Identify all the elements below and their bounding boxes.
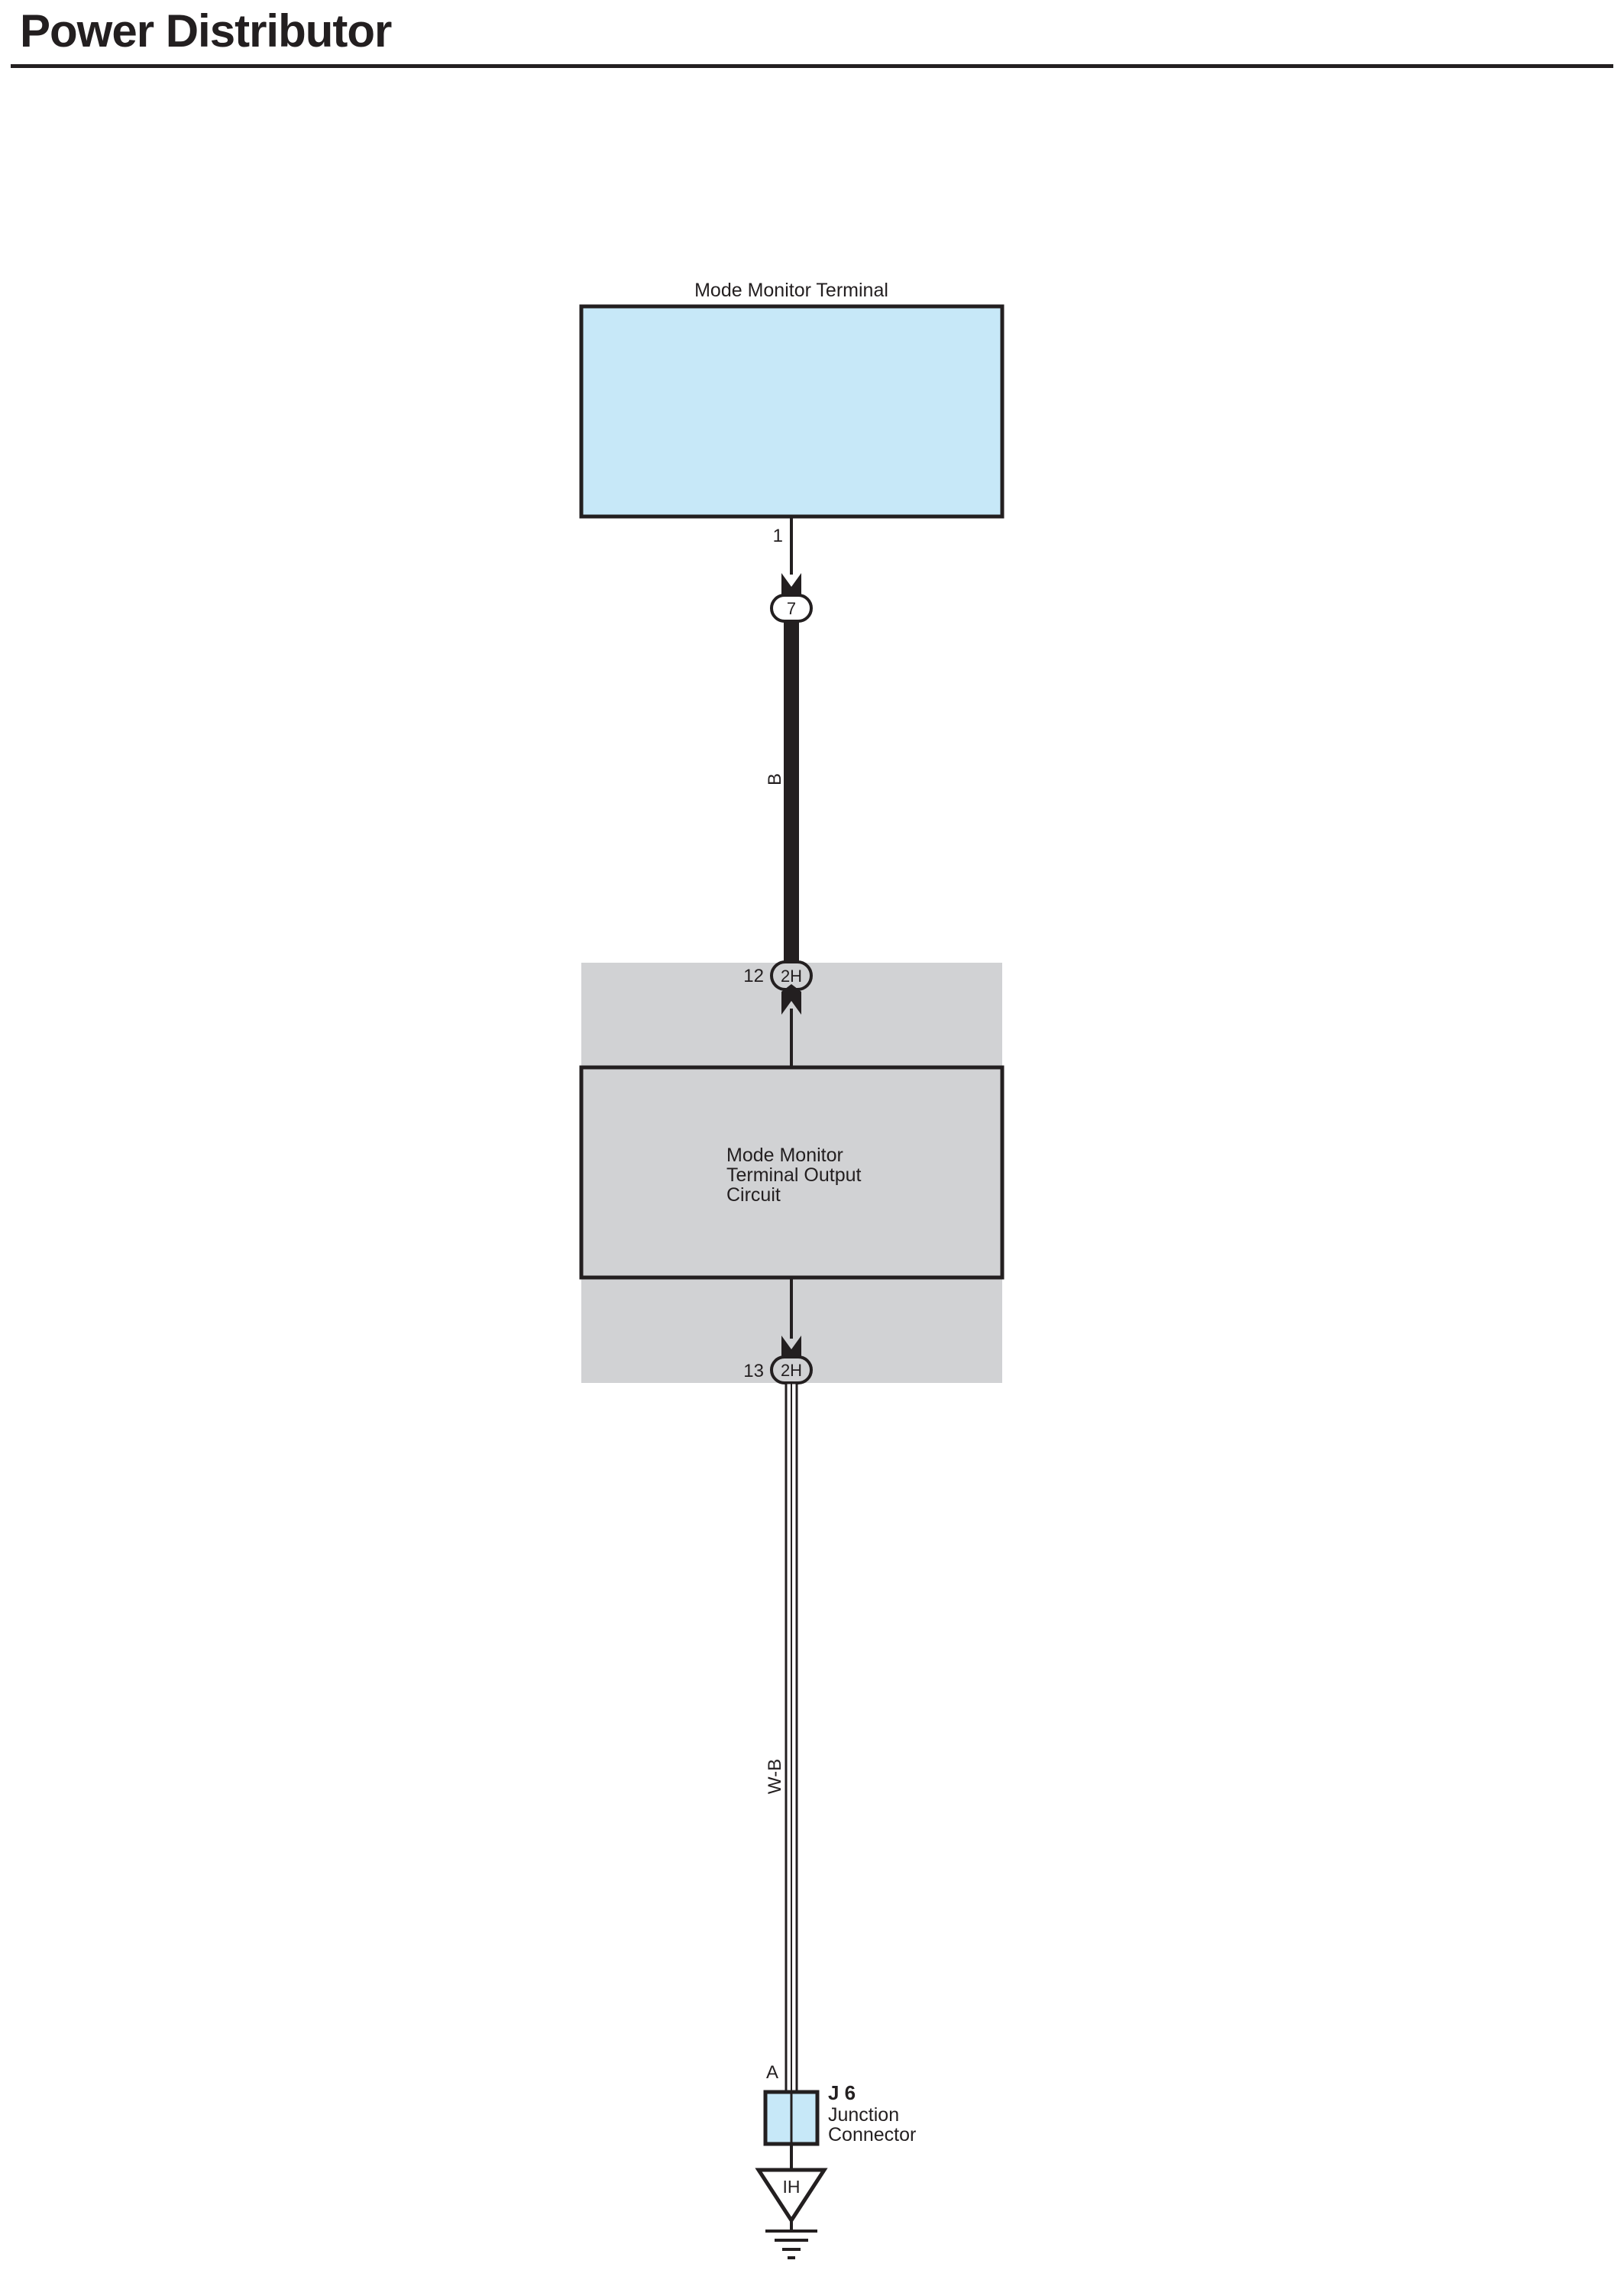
connector-7-code: 7 [787,599,796,618]
pin-12-label: 12 [743,966,764,986]
wire-w-b-color-code: W-B [765,1759,785,1794]
wire-b [784,621,799,964]
ground-code: IH [783,2177,801,2197]
connector-2h-lower-code: 2H [781,1361,802,1380]
junction-code: J 6 [828,2081,856,2104]
page-title: Power Distributor [20,5,392,57]
connector-2h-upper-code: 2H [781,967,802,986]
ground-triangle [755,2168,828,2224]
output-circuit-line-3: Circuit [726,1184,781,1206]
mode-monitor-terminal-label: Mode Monitor Terminal [694,280,888,301]
pin-1-label: 1 [773,526,783,546]
output-circuit-line-1: Mode Monitor [726,1145,843,1166]
wire-b-color-code: B [765,773,785,785]
arrow-from-circuit-up [781,984,801,1015]
junction-pin-a-label: A [766,2062,778,2083]
pin-13-label: 13 [743,1361,764,1381]
junction-line-2: Connector [828,2124,916,2145]
title-rule [11,64,1613,68]
output-circuit-line-2: Terminal Output [726,1164,862,1186]
junction-line-1: Junction [828,2104,899,2126]
mode-monitor-terminal-box [579,304,1004,519]
